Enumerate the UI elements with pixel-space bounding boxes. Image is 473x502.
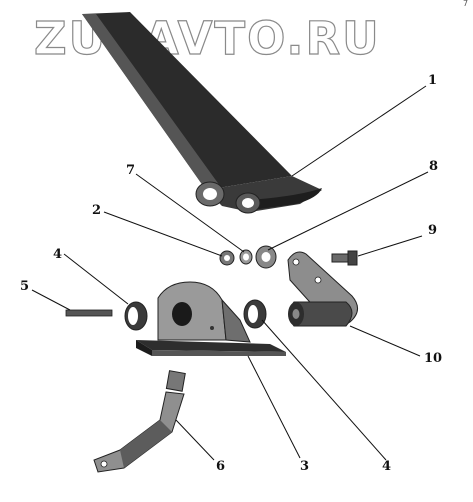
bracket-part	[136, 281, 286, 356]
leader-1	[291, 85, 427, 177]
leader-4-left	[63, 253, 129, 305]
callout-1: 1	[428, 73, 437, 88]
leader-2	[103, 211, 223, 257]
callout-9: 9	[428, 223, 437, 238]
leader-9	[357, 235, 423, 257]
lever-axle-part	[287, 251, 358, 327]
leader-4-right	[261, 319, 387, 461]
corner-mark: 7	[463, 0, 468, 8]
callout-4-right: 4	[382, 459, 391, 474]
bolt-part	[331, 250, 358, 266]
leader-7	[135, 173, 245, 253]
callout-8: 8	[429, 159, 438, 174]
washer-small-part	[219, 250, 235, 266]
pin-part	[65, 309, 113, 317]
leader-5	[31, 289, 71, 311]
callout-10: 10	[424, 351, 442, 366]
washer-8-part	[255, 245, 277, 269]
callout-7: 7	[126, 163, 135, 178]
leader-3	[247, 355, 301, 459]
callout-2: 2	[92, 203, 101, 218]
leader-6	[175, 419, 215, 461]
callout-4-left: 4	[53, 247, 62, 262]
leader-10	[349, 325, 421, 357]
bushing-right-part	[243, 299, 267, 329]
bushing-left-part	[124, 301, 148, 331]
pedal-lever-part	[82, 12, 322, 214]
callout-3: 3	[300, 459, 309, 474]
washer-7-part	[239, 249, 253, 265]
callout-6: 6	[216, 459, 225, 474]
watermark-text: ZURAVTO.RU	[34, 12, 381, 65]
leader-8	[267, 171, 429, 251]
pedal-arm-part	[93, 370, 186, 473]
callout-5: 5	[20, 279, 29, 294]
